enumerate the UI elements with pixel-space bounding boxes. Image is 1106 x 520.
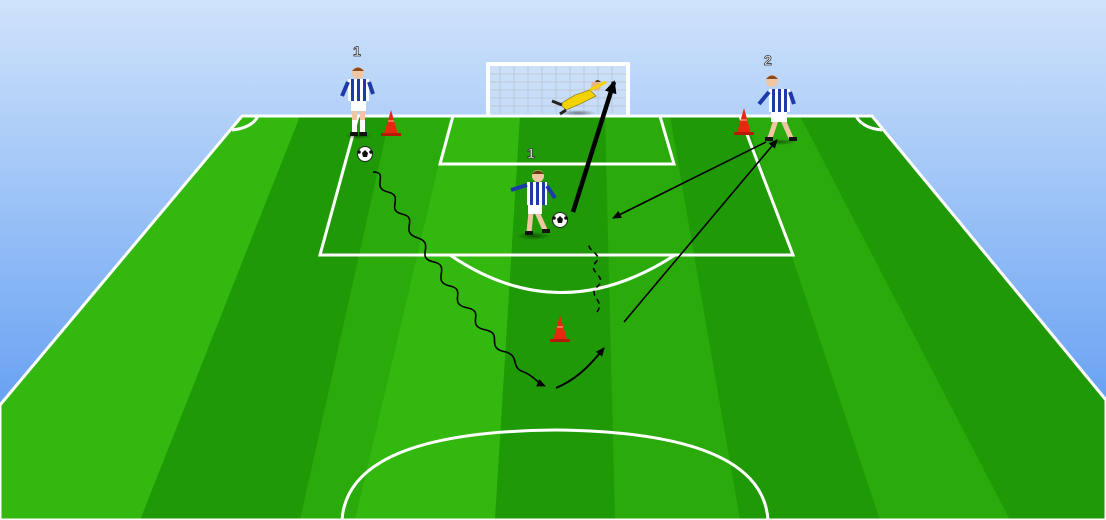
soccer-ball <box>357 147 373 162</box>
player-label-center: 1 <box>527 145 535 161</box>
player-label-left: 1 <box>353 43 361 59</box>
soccer-ball <box>552 213 568 228</box>
player-label-right: 2 <box>764 52 772 68</box>
